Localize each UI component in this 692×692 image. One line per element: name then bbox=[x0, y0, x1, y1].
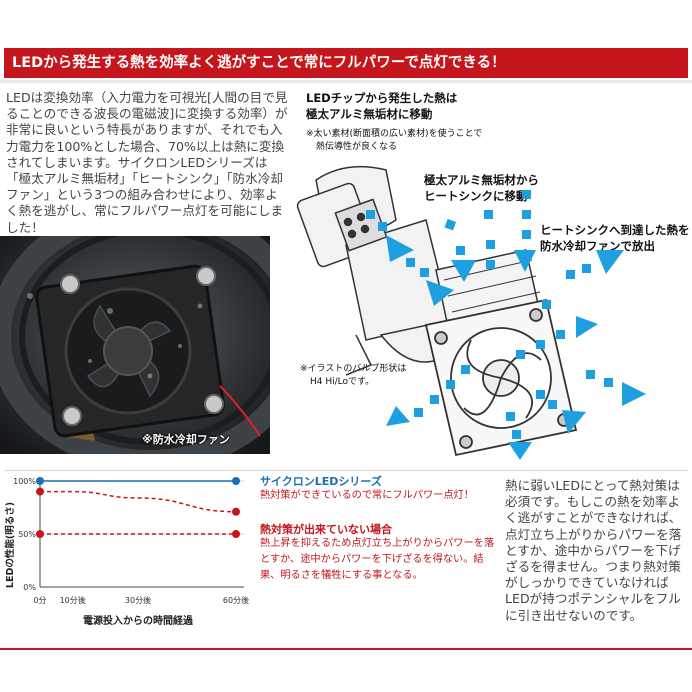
legend-cyclone-title: サイクロンLEDシリーズ bbox=[260, 475, 382, 488]
chart-y-tick-label: 100% bbox=[13, 477, 36, 486]
legend-cyclone-desc: 熱対策ができているので常にフルパワー点灯！ bbox=[260, 490, 474, 501]
chart-x-tick-label: 10分後 bbox=[60, 595, 86, 605]
photo-caption: ※防水冷却ファン bbox=[142, 433, 230, 446]
headline-banner: LEDから発生する熱を効率よく逃がすことで常にフルパワーで点灯できる！ bbox=[4, 48, 688, 78]
bottom-rule bbox=[0, 648, 692, 650]
chart-x-axis-label: 電源投入からの時間経過 bbox=[83, 614, 194, 627]
chart-data-point bbox=[36, 530, 44, 538]
fan-illustration bbox=[424, 298, 578, 457]
section-divider bbox=[4, 470, 688, 471]
diagram-note-conductivity: ※太い素材(断面積の広い素材)を使うことで 熱伝導性が良くなる bbox=[306, 129, 483, 152]
chart-x-tick-label: 0分 bbox=[33, 596, 46, 605]
chart-tick-labels: 0% 50% 100% 0分 10分後 30分後 60分後 bbox=[13, 477, 249, 605]
chart-data-point bbox=[36, 487, 44, 496]
chart-y-tick-label: 50% bbox=[18, 530, 36, 539]
banner-shadow-rule bbox=[0, 80, 692, 83]
chart-data-point bbox=[232, 530, 240, 538]
chart-x-tick-label: 30分後 bbox=[125, 595, 151, 605]
fan-photo-illustration bbox=[0, 236, 270, 454]
diagram-label-led-heat: LEDチップから発生した熱は 極太アルミ無垢材に移動 bbox=[306, 91, 458, 121]
diagram-label-heatsink: 極太アルミ無垢材から ヒートシンクに移動 bbox=[424, 173, 539, 203]
heat-arrows bbox=[366, 190, 646, 460]
chart-data-point bbox=[36, 477, 44, 485]
diagram-note-bulb-shape: ※イラストのバルブ形状は H4 Hi/Loです。 bbox=[300, 364, 407, 387]
side-paragraph: 熱に弱いLEDにとって熱対策は必須です。もしこの熱を効率よく逃がすことができなけ… bbox=[505, 478, 682, 623]
chart-data-point bbox=[232, 507, 240, 516]
chart-y-axis-label: LEDの性能(明るさ) bbox=[4, 502, 16, 588]
legend-nocool-title: 熱対策が出来ていない場合 bbox=[260, 523, 392, 536]
chart-series bbox=[36, 477, 240, 538]
chart-y-tick-label: 0% bbox=[23, 583, 36, 592]
performance-chart: 0% 50% 100% 0分 10分後 30分後 60分後 LEDの性能(明るさ) 電源投入… bbox=[4, 477, 249, 627]
diagram-label-fan: ヒートシンクへ到達した熱を 防水冷却ファンで放出 bbox=[540, 223, 690, 253]
chart-data-point bbox=[232, 477, 240, 485]
chart-grid bbox=[39, 477, 244, 588]
intro-paragraph: LEDは変換効率（入力電力を可視光[人間の目で見ることのできる波長の電磁波]に変… bbox=[6, 90, 288, 235]
legend-nocool-desc: 熱上昇を抑えるため点灯立ち上がりからパワーを落とすか、途中からパワーを下げざるを… bbox=[260, 538, 495, 581]
heat-flow-diagram bbox=[296, 165, 646, 460]
chart-x-tick-label: 60分後 bbox=[223, 595, 249, 605]
fan-photo bbox=[0, 236, 270, 454]
chart-series-line bbox=[39, 490, 237, 513]
